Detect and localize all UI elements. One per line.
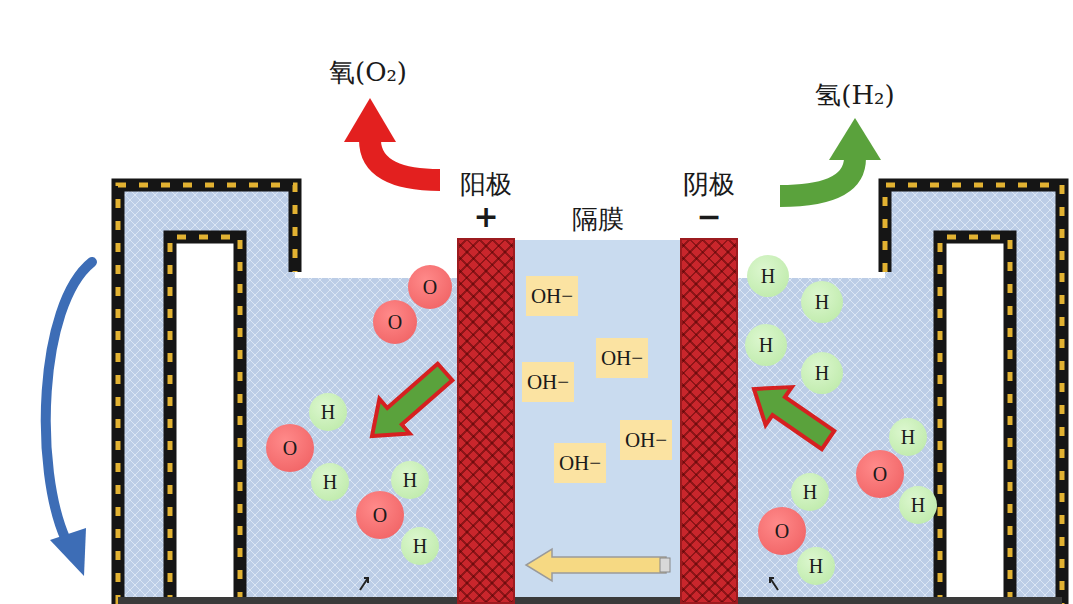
node-text: H (759, 334, 773, 356)
node-text: H (761, 265, 775, 287)
hydroxide-ion: OH− (522, 362, 574, 402)
gas-label: 氧(O₂) (329, 56, 407, 88)
node-text: + (473, 200, 498, 234)
node-text: 隔膜 (572, 204, 624, 234)
node-text: H (809, 555, 823, 577)
electrode-plate (680, 238, 738, 604)
hydrogen-atom: H (797, 547, 835, 585)
node-text: 阳极 (460, 168, 512, 200)
node-text: O (373, 504, 387, 526)
oxygen-atom: O (856, 450, 904, 498)
node-text: H (815, 291, 829, 313)
node-text: H (815, 362, 829, 384)
node-text: H (413, 535, 427, 557)
node-text: OH− (559, 451, 601, 475)
oxygen-atom: O (356, 491, 404, 539)
node-text: H (403, 469, 417, 491)
node-text: H (911, 494, 925, 516)
gas-label: 氢(H₂) (815, 79, 894, 111)
hydrogen-atom: H (889, 418, 927, 456)
hydrogen-atom: H (747, 255, 789, 297)
node-text: O (388, 311, 402, 333)
electrode: 阴极− (678, 168, 740, 604)
node-text: OH− (531, 284, 573, 308)
diaphragm-fill (515, 240, 680, 604)
hydrogen-atom: H (311, 463, 349, 501)
node-text: H (901, 426, 915, 448)
node-text: O (423, 276, 437, 298)
oxygen-out-arrow-head (344, 98, 396, 142)
node-text: OH− (527, 370, 569, 394)
diaphragm: 隔膜 OH− OH− OH− OH− OH− (515, 204, 680, 604)
pipe-interior (170, 237, 240, 604)
circulation-arrow-head (50, 528, 86, 576)
oxygen-atom: O (408, 265, 452, 309)
ion-flow-arrow-tail (660, 558, 670, 572)
circulation-arrow (46, 262, 92, 540)
electrode: 阳极+ (455, 168, 517, 604)
hydrogen-atom: H (791, 473, 829, 511)
hydrogen-atom: H (745, 324, 787, 366)
oxygen-atom: O (373, 300, 417, 344)
node-text: 阴极 (683, 168, 735, 200)
hydrogen-atom: H (899, 486, 937, 524)
hydroxide-ion: OH− (596, 338, 648, 378)
oxygen-out-arrow (370, 140, 440, 180)
hydrogen-atom: H (309, 393, 347, 431)
oxygen-atom: O (758, 507, 806, 555)
hydroxide-ion: OH− (526, 276, 578, 316)
tank-wall-stripes (118, 185, 1062, 604)
hydrogen-atom: H (801, 352, 843, 394)
hydrogen-out-arrow (780, 158, 855, 196)
node-text: − (696, 200, 721, 234)
node-text: OH− (625, 428, 667, 452)
oxygen-atom: O (266, 424, 314, 472)
tank-wall (118, 185, 1062, 604)
hydrogen-out-arrow-head (829, 118, 881, 160)
flow-pointer (360, 578, 368, 590)
node-text: O (283, 437, 297, 459)
node-text: OH− (601, 346, 643, 370)
node-text: H (321, 401, 335, 423)
reaction-arrow (372, 364, 452, 436)
node-text: H (323, 471, 337, 493)
hydroxide-ion: OH− (554, 443, 606, 483)
electrolyte (118, 185, 1062, 604)
hydrogen-atom: H (391, 461, 429, 499)
hydrogen-atom: H (401, 527, 439, 565)
reaction-arrow (754, 387, 834, 449)
tank-floor (118, 597, 1062, 604)
flow-pointer (770, 578, 778, 590)
ion-flow-arrow (526, 549, 666, 581)
hydrogen-atom: H (801, 281, 843, 323)
electrode-plate (457, 238, 515, 604)
hydroxide-ion: OH− (620, 420, 672, 460)
pipe-interior (940, 237, 1010, 604)
node-text: O (775, 520, 789, 542)
node-text: O (873, 463, 887, 485)
node-text: H (803, 481, 817, 503)
